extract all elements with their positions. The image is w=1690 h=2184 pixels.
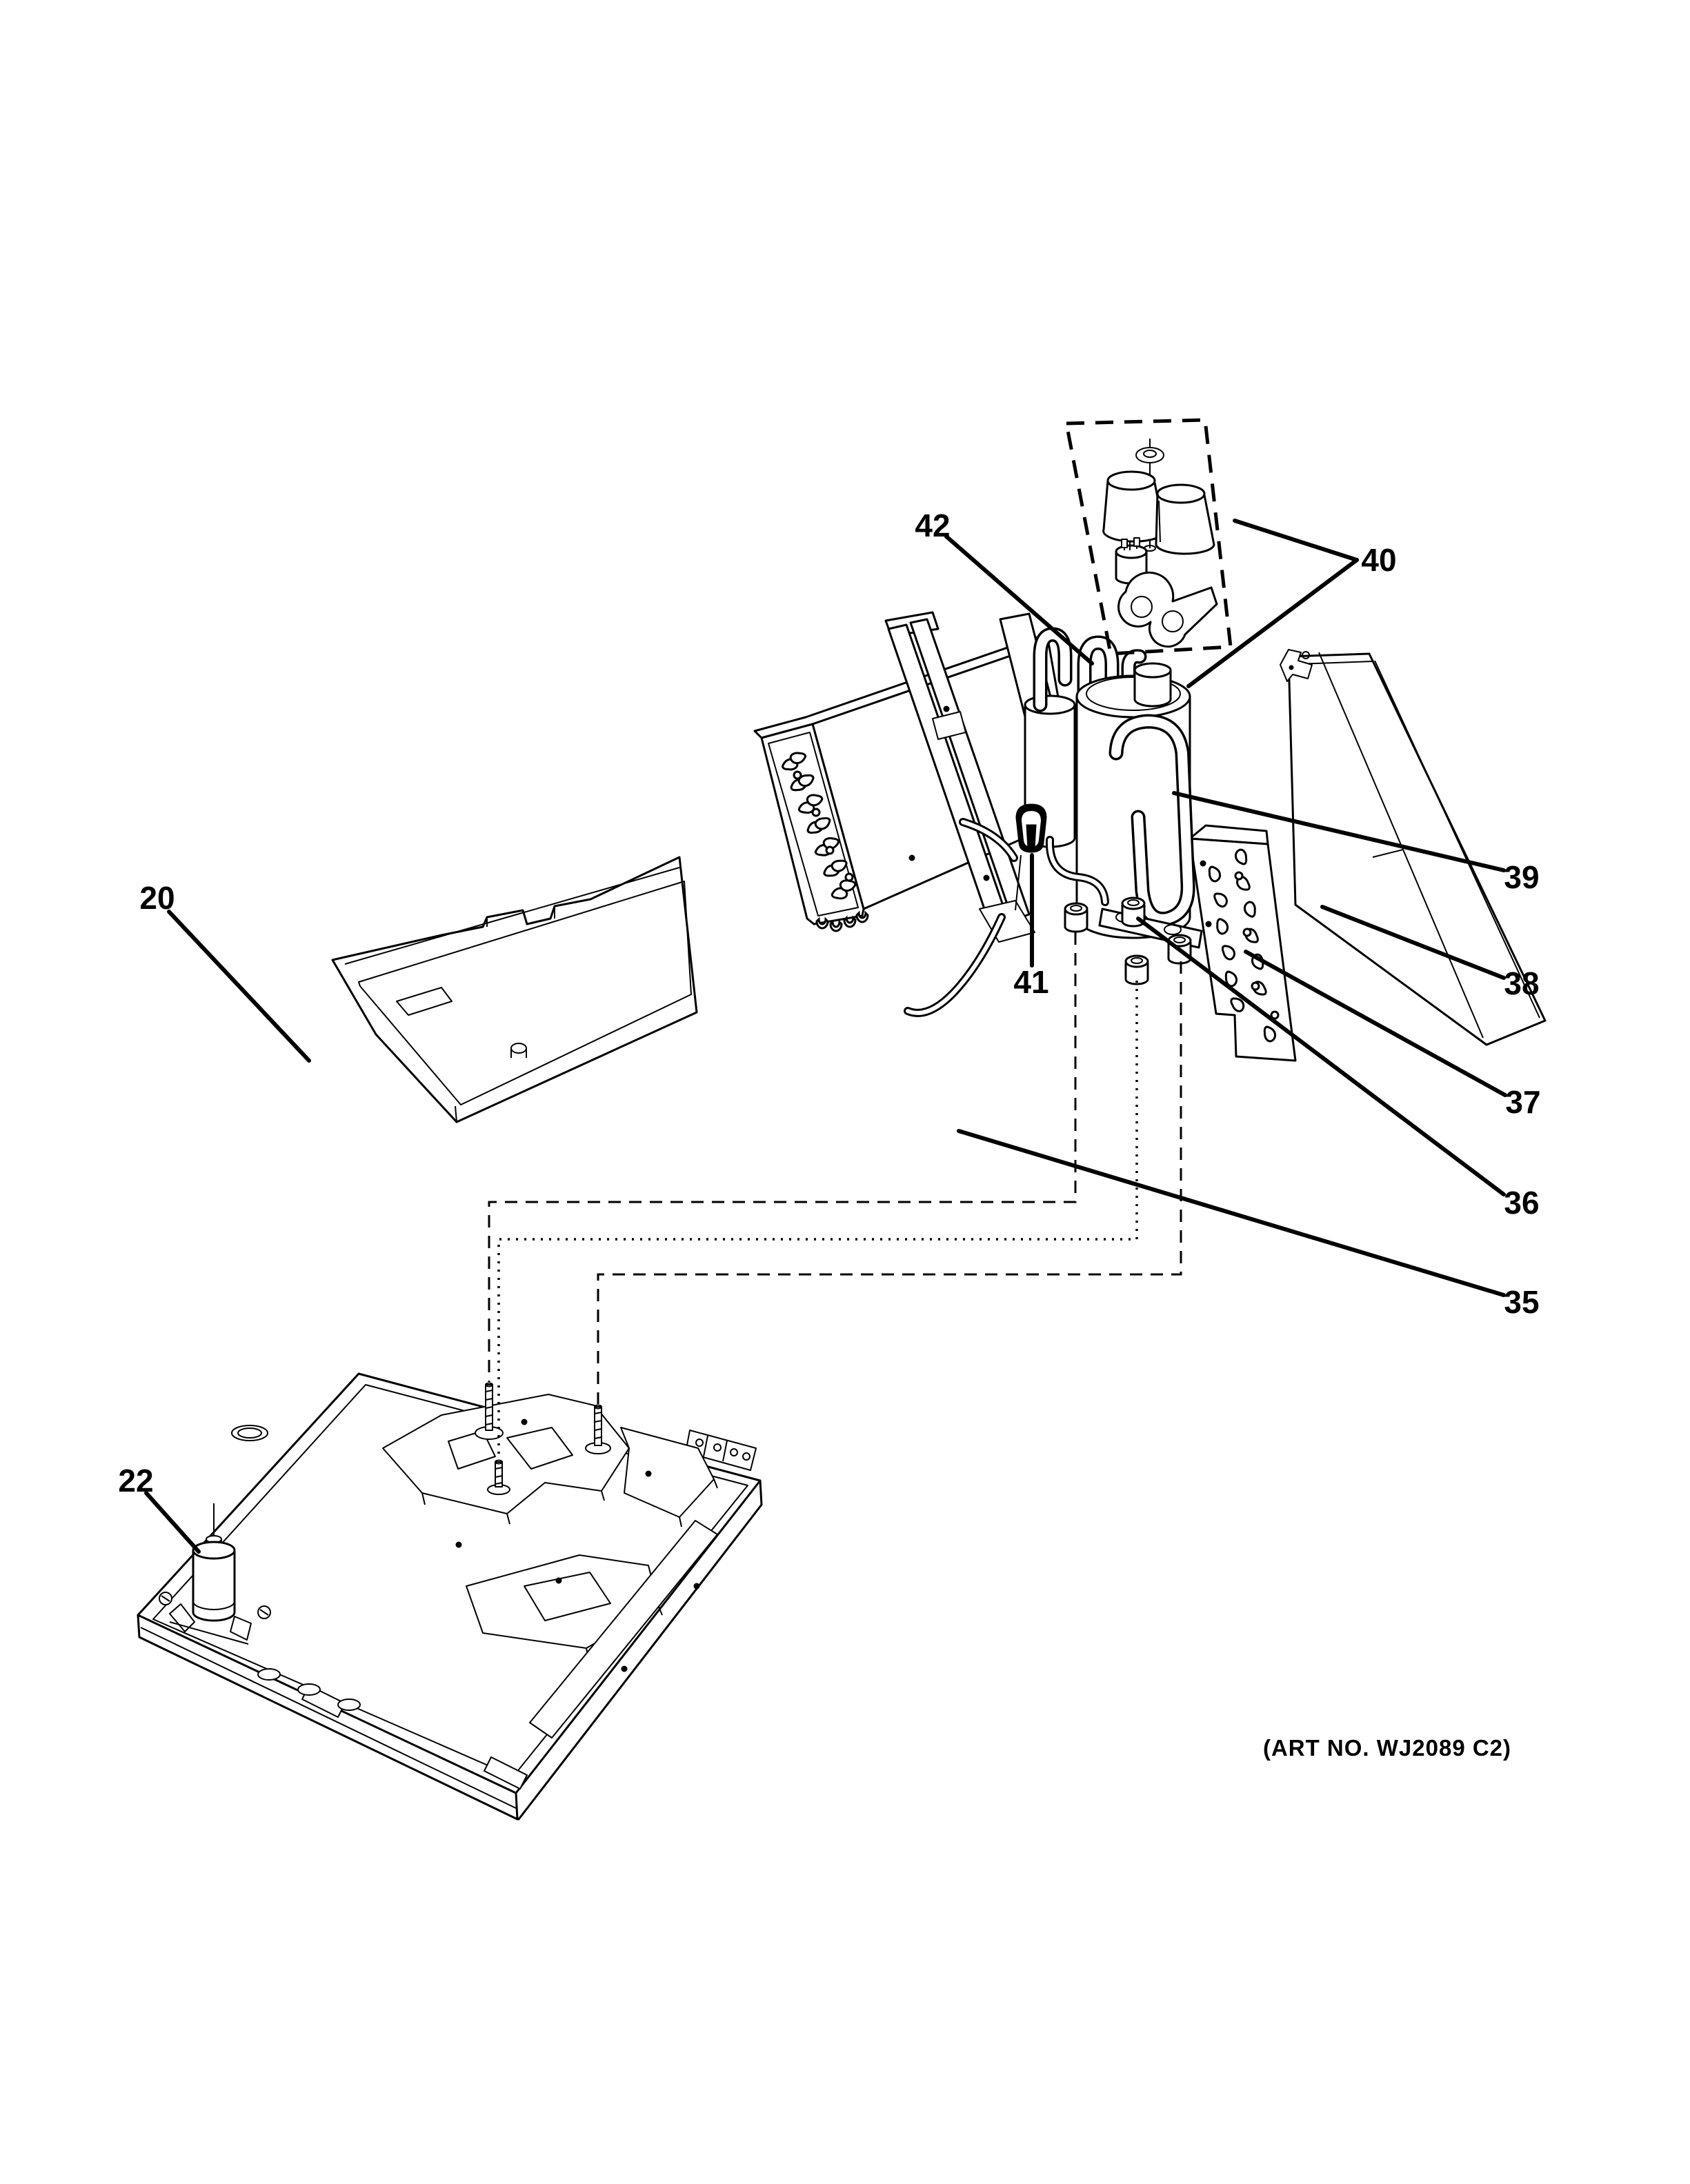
callout-42: 42 <box>915 508 950 543</box>
callout-39: 39 <box>1504 859 1539 895</box>
callout-36: 36 <box>1504 1185 1539 1221</box>
callout-38: 38 <box>1504 965 1539 1001</box>
dashed-parts-box <box>1064 418 1233 656</box>
leader-40-lower <box>1186 558 1359 688</box>
pan-embossing <box>257 1394 718 1790</box>
compressor-shell <box>1075 662 1191 939</box>
muffler-cups <box>1102 470 1215 555</box>
leader-36 <box>1136 916 1506 1196</box>
louver-bracket <box>1189 824 1297 1062</box>
discharge-loop <box>959 714 1195 927</box>
coil-louvers <box>781 749 857 903</box>
stud <box>475 1382 504 1440</box>
bracket-louvers <box>1206 848 1280 1043</box>
callout-37: 37 <box>1505 1084 1540 1120</box>
callout-labels: 20 22 35 36 37 38 39 40 41 42 <box>118 508 1540 1499</box>
callout-41: 41 <box>1013 964 1048 1000</box>
leader-20 <box>167 910 311 1063</box>
leader-42 <box>944 534 1094 665</box>
stud <box>487 1459 510 1495</box>
leader-39 <box>1172 791 1506 872</box>
pan-studs <box>475 1382 611 1495</box>
callout-35: 35 <box>1504 1284 1539 1320</box>
base-pan <box>137 1372 763 1821</box>
stud <box>585 1404 611 1454</box>
leader-22 <box>144 1491 201 1554</box>
mount-grommet <box>1015 803 1047 911</box>
leader-38 <box>1320 905 1506 980</box>
leader-40-upper <box>1233 519 1359 562</box>
callout-22: 22 <box>118 1463 153 1499</box>
leader-35 <box>957 1129 1506 1297</box>
tray-panel <box>331 856 698 1123</box>
leader-lines <box>144 519 1507 1554</box>
art-number: (ART NO. WJ2089 C2) <box>1263 1735 1511 1761</box>
coil-outlet-tube <box>904 900 1035 1017</box>
callout-20: 20 <box>139 880 175 916</box>
gasket <box>1117 571 1218 648</box>
pump-motor <box>159 1503 271 1645</box>
leader-37 <box>1244 950 1507 1097</box>
callout-40: 40 <box>1361 542 1396 578</box>
routing-dashed-lines <box>488 932 1182 1459</box>
panel-clamp-bracket <box>1280 649 1313 682</box>
